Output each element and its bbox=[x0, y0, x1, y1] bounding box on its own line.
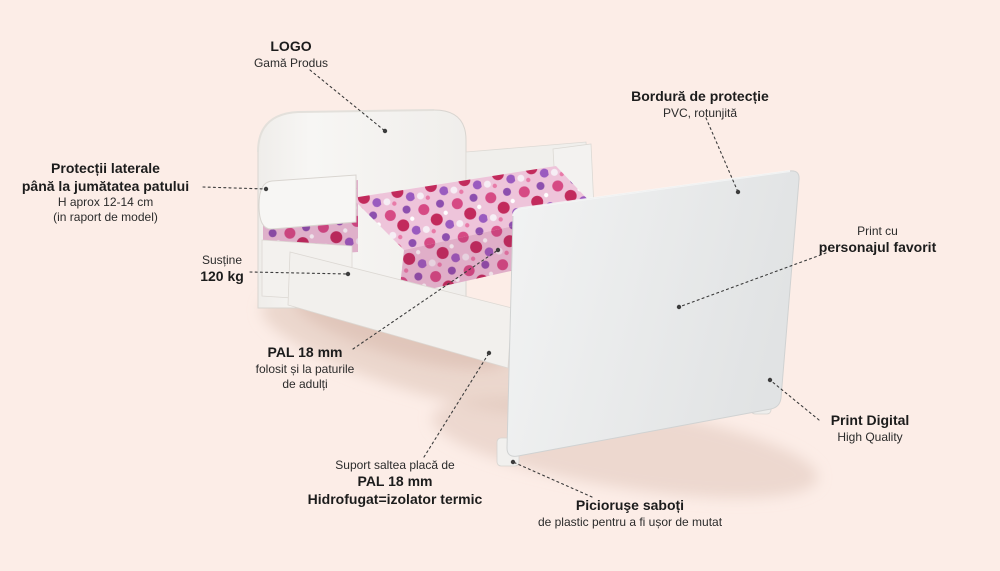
callout-line-print-cu bbox=[678, 252, 827, 308]
annotation-logo-line-2: Gamă Produs bbox=[253, 55, 329, 70]
callout-line-logo bbox=[309, 69, 386, 132]
annotation-protectii-line-2: până la jumătatea patului bbox=[21, 177, 190, 194]
annotation-suport-line-1: Suport saltea placă de bbox=[335, 458, 455, 472]
callout-line-suport bbox=[423, 352, 490, 458]
annotation-pal: PAL 18 mm folosit și la paturile de adul… bbox=[235, 344, 375, 392]
annotation-suport: Suport saltea placă de PAL 18 mm Hidrofu… bbox=[285, 458, 505, 508]
annotation-bordura-line-1: Bordură de protecție bbox=[631, 88, 769, 104]
callout-line-print-digital bbox=[769, 379, 820, 421]
annotation-protectii: Protecții laterale până la jumătatea pat… bbox=[8, 160, 203, 225]
bed-base bbox=[261, 239, 513, 369]
annotation-print-digital-line-2: High Quality bbox=[837, 429, 903, 444]
callout-lines bbox=[202, 69, 827, 498]
annotation-bordura: Bordură de protecție PVC, rotunjită bbox=[600, 88, 800, 121]
callout-line-protectii bbox=[202, 186, 267, 190]
annotation-logo-line-1: LOGO bbox=[270, 38, 312, 54]
annotation-sustine-line-1: Susține bbox=[201, 253, 243, 267]
annotation-suport-line-2: PAL 18 mm bbox=[357, 473, 433, 489]
annotation-picioruse-line-2: de plastic pentru a fi ușor de mutat bbox=[537, 514, 723, 529]
annotation-picioruse-line-1: Picioruşe saboți bbox=[575, 497, 685, 513]
annotation-sustine-line-2: 120 kg bbox=[200, 268, 244, 284]
annotation-bordura-line-2: PVC, rotunjită bbox=[662, 105, 738, 120]
annotation-print-cu-line-1: Print cu bbox=[857, 224, 898, 238]
annotation-suport-line-3: Hidrofugat=izolator termic bbox=[307, 490, 483, 507]
annotation-pal-line-1: PAL 18 mm bbox=[267, 344, 343, 360]
annotation-protectii-line-1: Protecții laterale bbox=[51, 160, 160, 176]
annotation-pal-line-3: de adulți bbox=[282, 376, 328, 391]
side-guard-rail bbox=[258, 174, 357, 230]
annotation-protectii-line-3: H aprox 12-14 cm bbox=[57, 195, 154, 209]
footboard-panel bbox=[506, 170, 800, 457]
annotation-print-cu-line-2: personajul favorit bbox=[818, 239, 937, 255]
annotation-logo: LOGO Gamă Produs bbox=[243, 38, 339, 71]
annotation-picioruse: Picioruşe saboți de plastic pentru a fi … bbox=[485, 497, 775, 530]
annotation-sustine: Susține 120 kg bbox=[182, 253, 262, 286]
callout-line-picioruse bbox=[512, 461, 593, 498]
annotation-pal-line-2: folosit și la paturile bbox=[255, 361, 355, 376]
callout-line-sustine bbox=[249, 271, 349, 275]
annotation-print-digital: Print Digital High Quality bbox=[810, 412, 930, 445]
callout-endpoint-dots bbox=[263, 128, 773, 465]
annotation-print-digital-line-1: Print Digital bbox=[830, 412, 910, 428]
callout-line-bordura bbox=[705, 117, 739, 193]
callout-line-pal bbox=[352, 249, 499, 350]
annotation-protectii-line-4: (in raport de model) bbox=[53, 210, 158, 224]
annotation-print-cu: Print cu personajul favorit bbox=[795, 224, 960, 257]
